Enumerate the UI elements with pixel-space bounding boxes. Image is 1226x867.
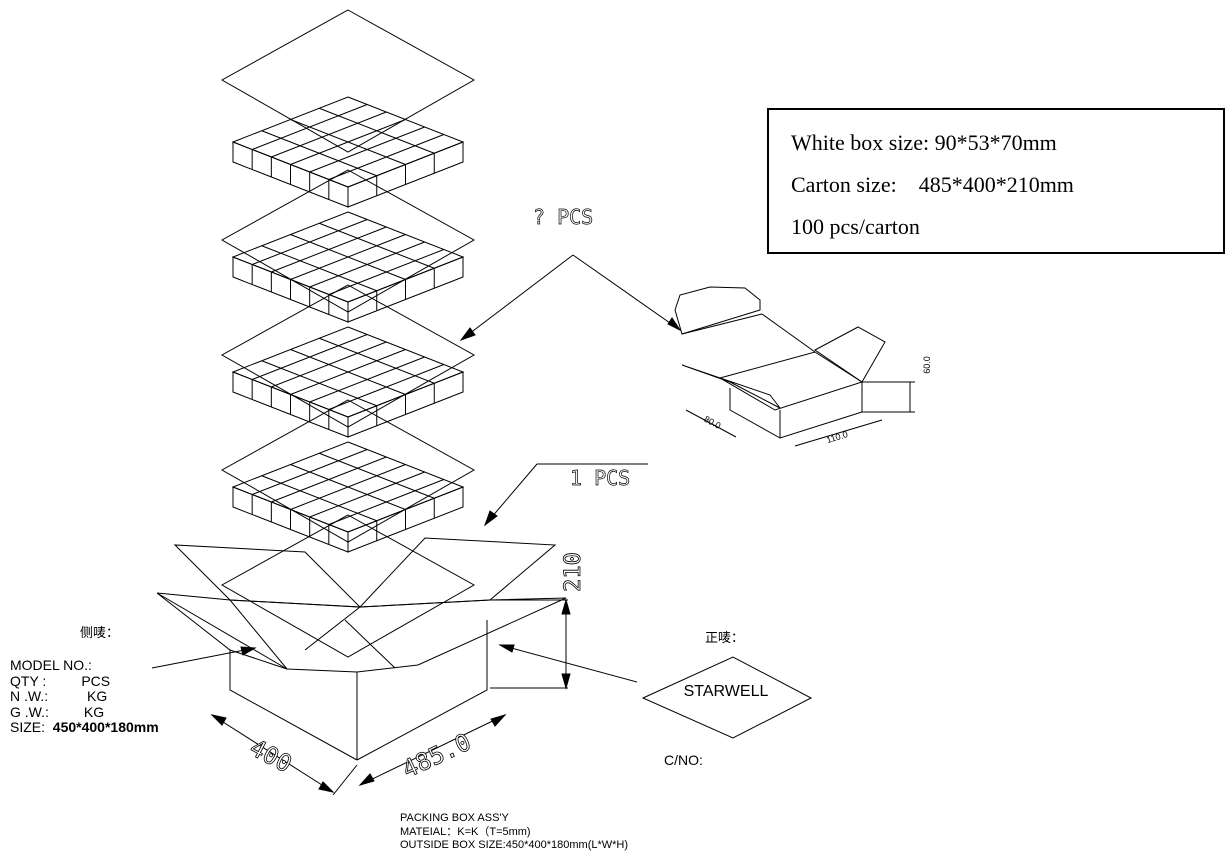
white-box-rim: [719, 351, 864, 411]
carton-left-flap-edge: [156, 592, 358, 673]
note-material: MATEIAL：K=K（T=5mm): [400, 825, 531, 838]
tray-grid-line: [261, 245, 377, 292]
tray-grid-line: [319, 107, 435, 154]
side-mark: MODEL NO.: QTY : PCS N .W.: KG G .W.: KG…: [10, 657, 159, 736]
tray-side-right: [347, 371, 464, 438]
inner-qty-label: ? PCS: [533, 205, 593, 229]
arrow-head: [459, 327, 476, 342]
carton-opening: [229, 599, 491, 608]
size-prefix: SIZE:: [10, 719, 53, 735]
box-width-dim-line: [685, 409, 737, 438]
leader-inner-qty-right: [572, 254, 681, 331]
separator-sheet: [220, 514, 476, 658]
note-title: PACKING BOX ASS'Y: [400, 812, 509, 824]
arrow-head: [667, 317, 682, 332]
top-cover-sheet: [220, 9, 476, 153]
leader-front-mark: [499, 644, 638, 683]
carton-left-flap: [156, 592, 288, 670]
pad-qty-label: 1 PCS: [570, 466, 630, 490]
note-outside-size: OUTSIDE BOX SIZE:450*400*180mm(L*W*H): [400, 839, 629, 851]
carton-inner-diag-2: [344, 619, 396, 669]
tray-grid-line: [261, 360, 377, 407]
tray-grid-line: [290, 349, 406, 395]
carton-front-left-face: [229, 650, 358, 761]
tray-side-right: [347, 486, 464, 553]
tray-side-right: [347, 256, 464, 323]
arrow-head: [240, 646, 257, 656]
carton-number: C/NO:: [664, 752, 703, 768]
arrow-head: [318, 781, 335, 793]
spec-box: White box size: 90*53*70mm Carton size: …: [767, 108, 1225, 254]
qty: QTY : PCS: [10, 672, 111, 689]
white-box-back-edge: [761, 313, 816, 353]
brand-name: STARWELL: [683, 683, 769, 700]
carton-inner-diag-1: [304, 606, 361, 651]
white-box-size: White box size: 90*53*70mm: [791, 130, 1057, 155]
dim-extension: [332, 764, 358, 796]
layer-stack: [220, 96, 476, 658]
gross-weight: G .W.: KG: [10, 703, 105, 720]
tray-grid-line: [261, 130, 377, 177]
tray-grid-line: [290, 464, 406, 510]
pcs-per-carton: 100 pcs/carton: [791, 214, 920, 239]
arrow-head: [358, 773, 375, 786]
arrow-head: [490, 714, 507, 727]
white-box-lid-crease: [681, 313, 763, 335]
dim-box-height: 60.0: [922, 356, 932, 374]
arrow-head: [483, 510, 498, 527]
white-box: [674, 286, 915, 447]
tray-grid-line: [319, 337, 435, 384]
white-box-lid: [674, 286, 761, 335]
leader-inner-qty-left: [460, 254, 574, 341]
carton-front-right-face: [356, 620, 488, 761]
tray-grid-line: [319, 222, 435, 269]
leader-side-mark: [151, 647, 256, 669]
brand-diamond: [641, 656, 813, 739]
white-box-flap-left: [681, 364, 781, 409]
leader-lines: [151, 254, 682, 683]
dim-carton-width: 400: [245, 733, 296, 778]
carton-size: Carton size: 485*400*210mm: [791, 172, 1074, 197]
net-weight: N .W.: KG: [10, 688, 108, 704]
tray-grid-line: [319, 452, 435, 499]
notes: PACKING BOX ASS'Y MATEIAL：K=K（T=5mm) OUT…: [400, 812, 628, 853]
length-dim-line: [359, 714, 506, 786]
arrow-head: [498, 644, 515, 653]
dim-box-length: 110.0: [825, 429, 849, 445]
tray-grid-line: [261, 475, 377, 522]
arrow-head: [561, 598, 571, 615]
dim-carton-length: 485.0: [398, 728, 475, 784]
size-row: SIZE: 450*400*180mm: [10, 719, 159, 736]
tray-side-right: [347, 141, 464, 208]
carton-dimensions: [210, 598, 571, 796]
tray-grid-line: [290, 234, 406, 280]
white-box-flap-right: [814, 326, 886, 383]
size-value: 450*400*180mm: [52, 719, 159, 735]
front-mark-label: 正唛：: [705, 631, 745, 646]
arrow-head: [210, 714, 227, 726]
side-mark-label: 侧唛：: [80, 626, 120, 641]
box-length-dim-line: [794, 419, 883, 447]
model-no: MODEL NO.:: [10, 657, 92, 673]
carton-back-flap-right: [358, 537, 557, 608]
width-dim-line: [211, 714, 334, 793]
arrow-head: [561, 673, 571, 690]
dim-carton-height: 210: [561, 552, 586, 592]
master-carton: [156, 537, 567, 761]
tray-grid-line: [290, 119, 406, 165]
carton-right-flap-edge: [356, 597, 567, 673]
